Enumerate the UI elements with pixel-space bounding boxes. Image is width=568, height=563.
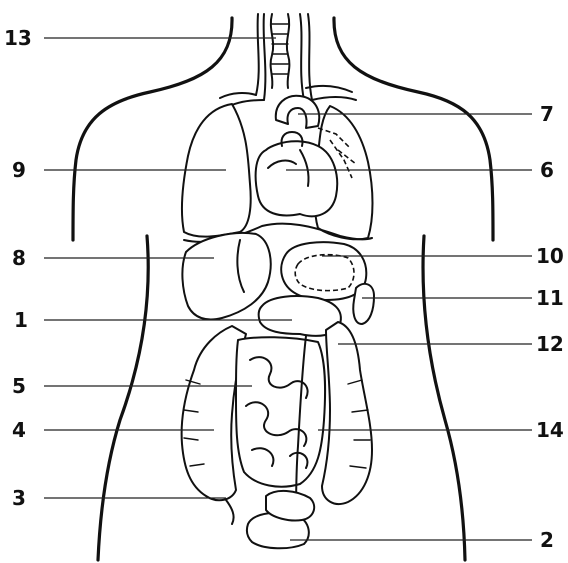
descending-colon (322, 322, 372, 504)
label-8: 8 (12, 246, 26, 270)
liver (182, 233, 270, 320)
label-2: 2 (540, 528, 554, 552)
label-13: 13 (4, 26, 32, 50)
label-12: 12 (536, 332, 564, 356)
label-14: 14 (536, 418, 564, 442)
trachea (271, 14, 274, 88)
carotid-artery-right (300, 14, 304, 100)
label-10: 10 (536, 244, 564, 268)
heart (256, 141, 338, 216)
label-1: 1 (14, 308, 28, 332)
label-9: 9 (12, 158, 26, 182)
label-7: 7 (540, 102, 554, 126)
carotid-artery-left (256, 14, 259, 95)
labels-right: 7 6 10 11 12 14 2 (536, 102, 564, 552)
labels-left: 13 9 8 1 5 4 3 (4, 26, 32, 510)
sigmoid-colon (266, 491, 314, 521)
right-flank-outline (423, 236, 465, 560)
label-11: 11 (536, 286, 564, 310)
label-6: 6 (540, 158, 554, 182)
aortic-arch (276, 96, 319, 128)
label-5: 5 (12, 374, 26, 398)
spleen (353, 284, 374, 324)
label-3: 3 (12, 486, 26, 510)
label-4: 4 (12, 418, 26, 442)
left-flank-outline (98, 236, 148, 560)
appendix (226, 500, 234, 524)
